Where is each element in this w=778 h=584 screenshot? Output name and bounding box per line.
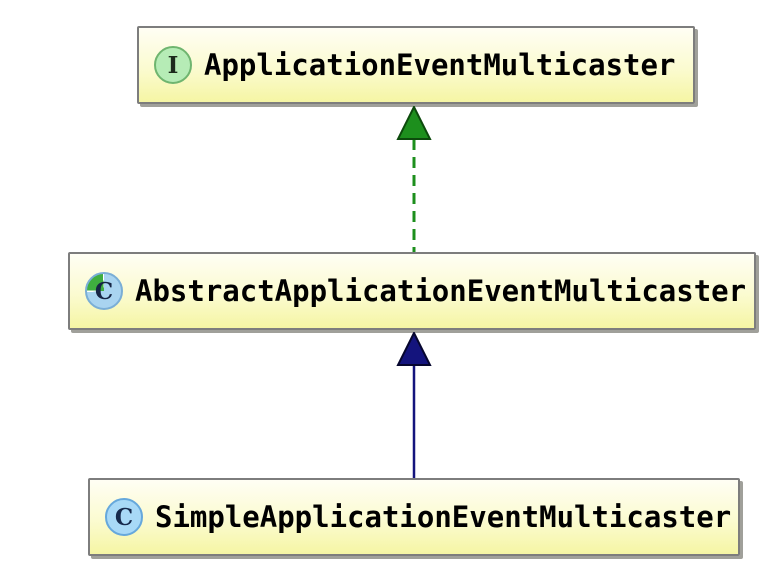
node-label: ApplicationEventMulticaster <box>204 48 676 82</box>
node-label: AbstractApplicationEventMulticaster <box>135 274 747 308</box>
class-icon: C <box>105 498 143 536</box>
uml-node-abstract-application-event-multicaster[interactable]: C AbstractApplicationEventMulticaster <box>68 252 756 330</box>
uml-node-simple-application-event-multicaster[interactable]: C SimpleApplicationEventMulticaster <box>88 478 740 556</box>
extends-arrowhead-icon <box>396 332 432 366</box>
node-label: SimpleApplicationEventMulticaster <box>155 500 732 534</box>
interface-icon: I <box>154 46 192 84</box>
extends-edge-arrow[interactable] <box>394 332 434 479</box>
uml-node-application-event-multicaster[interactable]: I ApplicationEventMulticaster <box>137 26 695 104</box>
implements-edge-arrow[interactable] <box>394 106 434 253</box>
abstract-class-icon: C <box>85 272 123 310</box>
implements-arrowhead-icon <box>396 106 432 140</box>
